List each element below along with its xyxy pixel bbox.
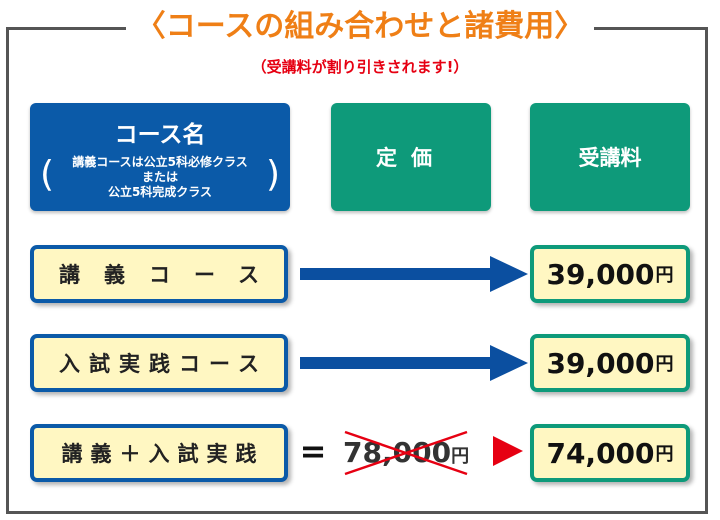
header-course-title: コース名 <box>114 122 206 148</box>
header-course-name: コース名 ( 講義コースは公立5科必修クラス または 公立5科完成クラス ) <box>30 103 290 211</box>
course-label-combined: 講義＋入試実践 <box>61 442 265 466</box>
course-box-lecture: 講義コース <box>30 245 288 303</box>
right-arrow-icon <box>300 256 528 292</box>
fee-value-lecture: 39,000 <box>546 257 655 291</box>
red-triangle-icon <box>493 436 523 466</box>
list-price-unit: 円 <box>451 446 470 467</box>
fee-unit-exam-practice: 円 <box>655 354 674 375</box>
fee-value-exam-practice: 39,000 <box>546 346 655 380</box>
page-title-text: 〈コースの組み合わせと諸費用〉 <box>125 6 595 48</box>
cross-out-icon <box>344 430 468 476</box>
fee-unit-combined: 円 <box>655 444 674 465</box>
page-title: 〈コースの組み合わせと諸費用〉 <box>0 6 720 48</box>
header-fee: 受講料 <box>530 103 690 211</box>
header-course-note: 講義コースは公立5科必修クラス または 公立5科完成クラス <box>50 155 270 200</box>
note-line-3: 公立5科完成クラス <box>107 185 213 199</box>
header-list-price: 定価 <box>331 103 491 211</box>
header-list-price-label: 定価 <box>376 146 446 170</box>
equals-sign: = <box>299 432 327 470</box>
course-box-combined: 講義＋入試実践 <box>30 424 288 482</box>
course-label-lecture: 講義コース <box>59 263 283 287</box>
fee-value-combined: 74,000 <box>546 436 655 470</box>
header-fee-label: 受講料 <box>578 146 642 170</box>
left-paren-icon: ( <box>40 154 55 195</box>
course-box-exam-practice: 入試実践コース <box>30 334 288 392</box>
note-line-1: 講義コースは公立5科必修クラス <box>72 155 248 169</box>
right-paren-icon: ) <box>265 154 280 195</box>
course-label-exam-practice: 入試実践コース <box>59 352 268 376</box>
discount-note: （受講料が割り引きされます!） <box>251 58 469 76</box>
note-line-2: または <box>141 170 178 184</box>
fee-unit-lecture: 円 <box>655 265 674 286</box>
right-arrow-icon <box>300 345 528 381</box>
